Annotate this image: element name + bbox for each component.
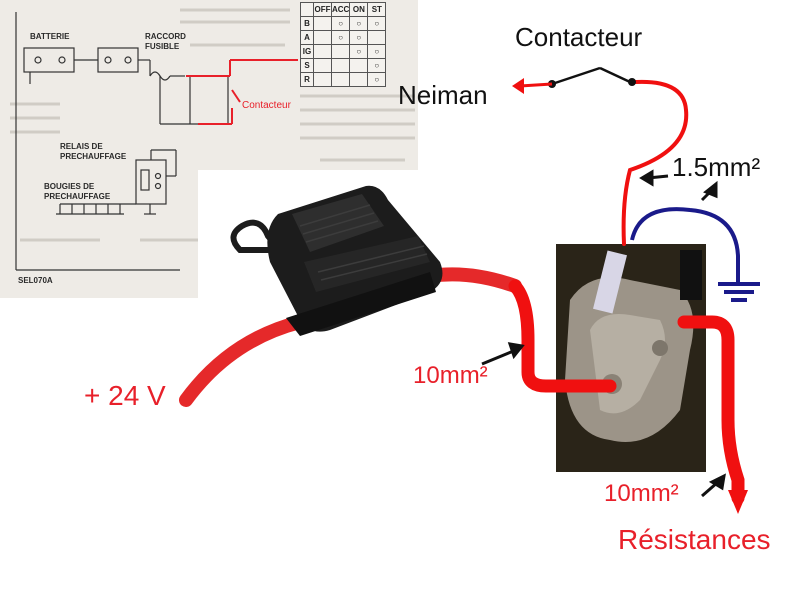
battery-label: BATTERIE [30,32,70,41]
table-header-row: OFF ACC ON ST [300,2,387,17]
wire-size-output-label: 10mm² [604,480,679,507]
wire-size-small-label: 1.5mm² [672,152,761,182]
neiman-label: Neiman [398,80,488,110]
resistances-label: Résistances [618,524,771,555]
contacteur-small-label: Contacteur [242,100,291,111]
fuse-holder [230,185,443,336]
wire-10mm-input [508,279,617,393]
table-row: IG○○ [300,44,387,59]
table-row: R○ [300,72,387,87]
wire-1-5mm [621,79,689,246]
table-row: A○○ [300,30,387,45]
resistances-arrow [728,490,748,514]
contacteur-switch [512,66,636,94]
voltage-label: + 24 V [84,380,166,411]
table-row: B○○○ [300,16,387,31]
wire-10mm-output [677,315,745,505]
annotation-arrows [481,169,726,498]
ground-symbol [630,207,760,302]
contacteur-label: Contacteur [515,22,643,52]
schematic-code: SEL070A [18,276,53,285]
output-wire [423,267,522,293]
fuse-label: RACCORD FUSIBLE [145,32,186,51]
wire-size-input-label: 10mm² [413,362,488,389]
ignition-switch-table: OFF ACC ON ST B○○○ A○○ IG○○ S○ R○ [300,2,387,87]
plugs-label: BOUGIES DE PRECHAUFFAGE [44,182,111,201]
relay-label: RELAIS DE PRECHAUFFAGE [60,142,127,161]
relay-photo [556,244,706,472]
input-wire [179,315,307,407]
